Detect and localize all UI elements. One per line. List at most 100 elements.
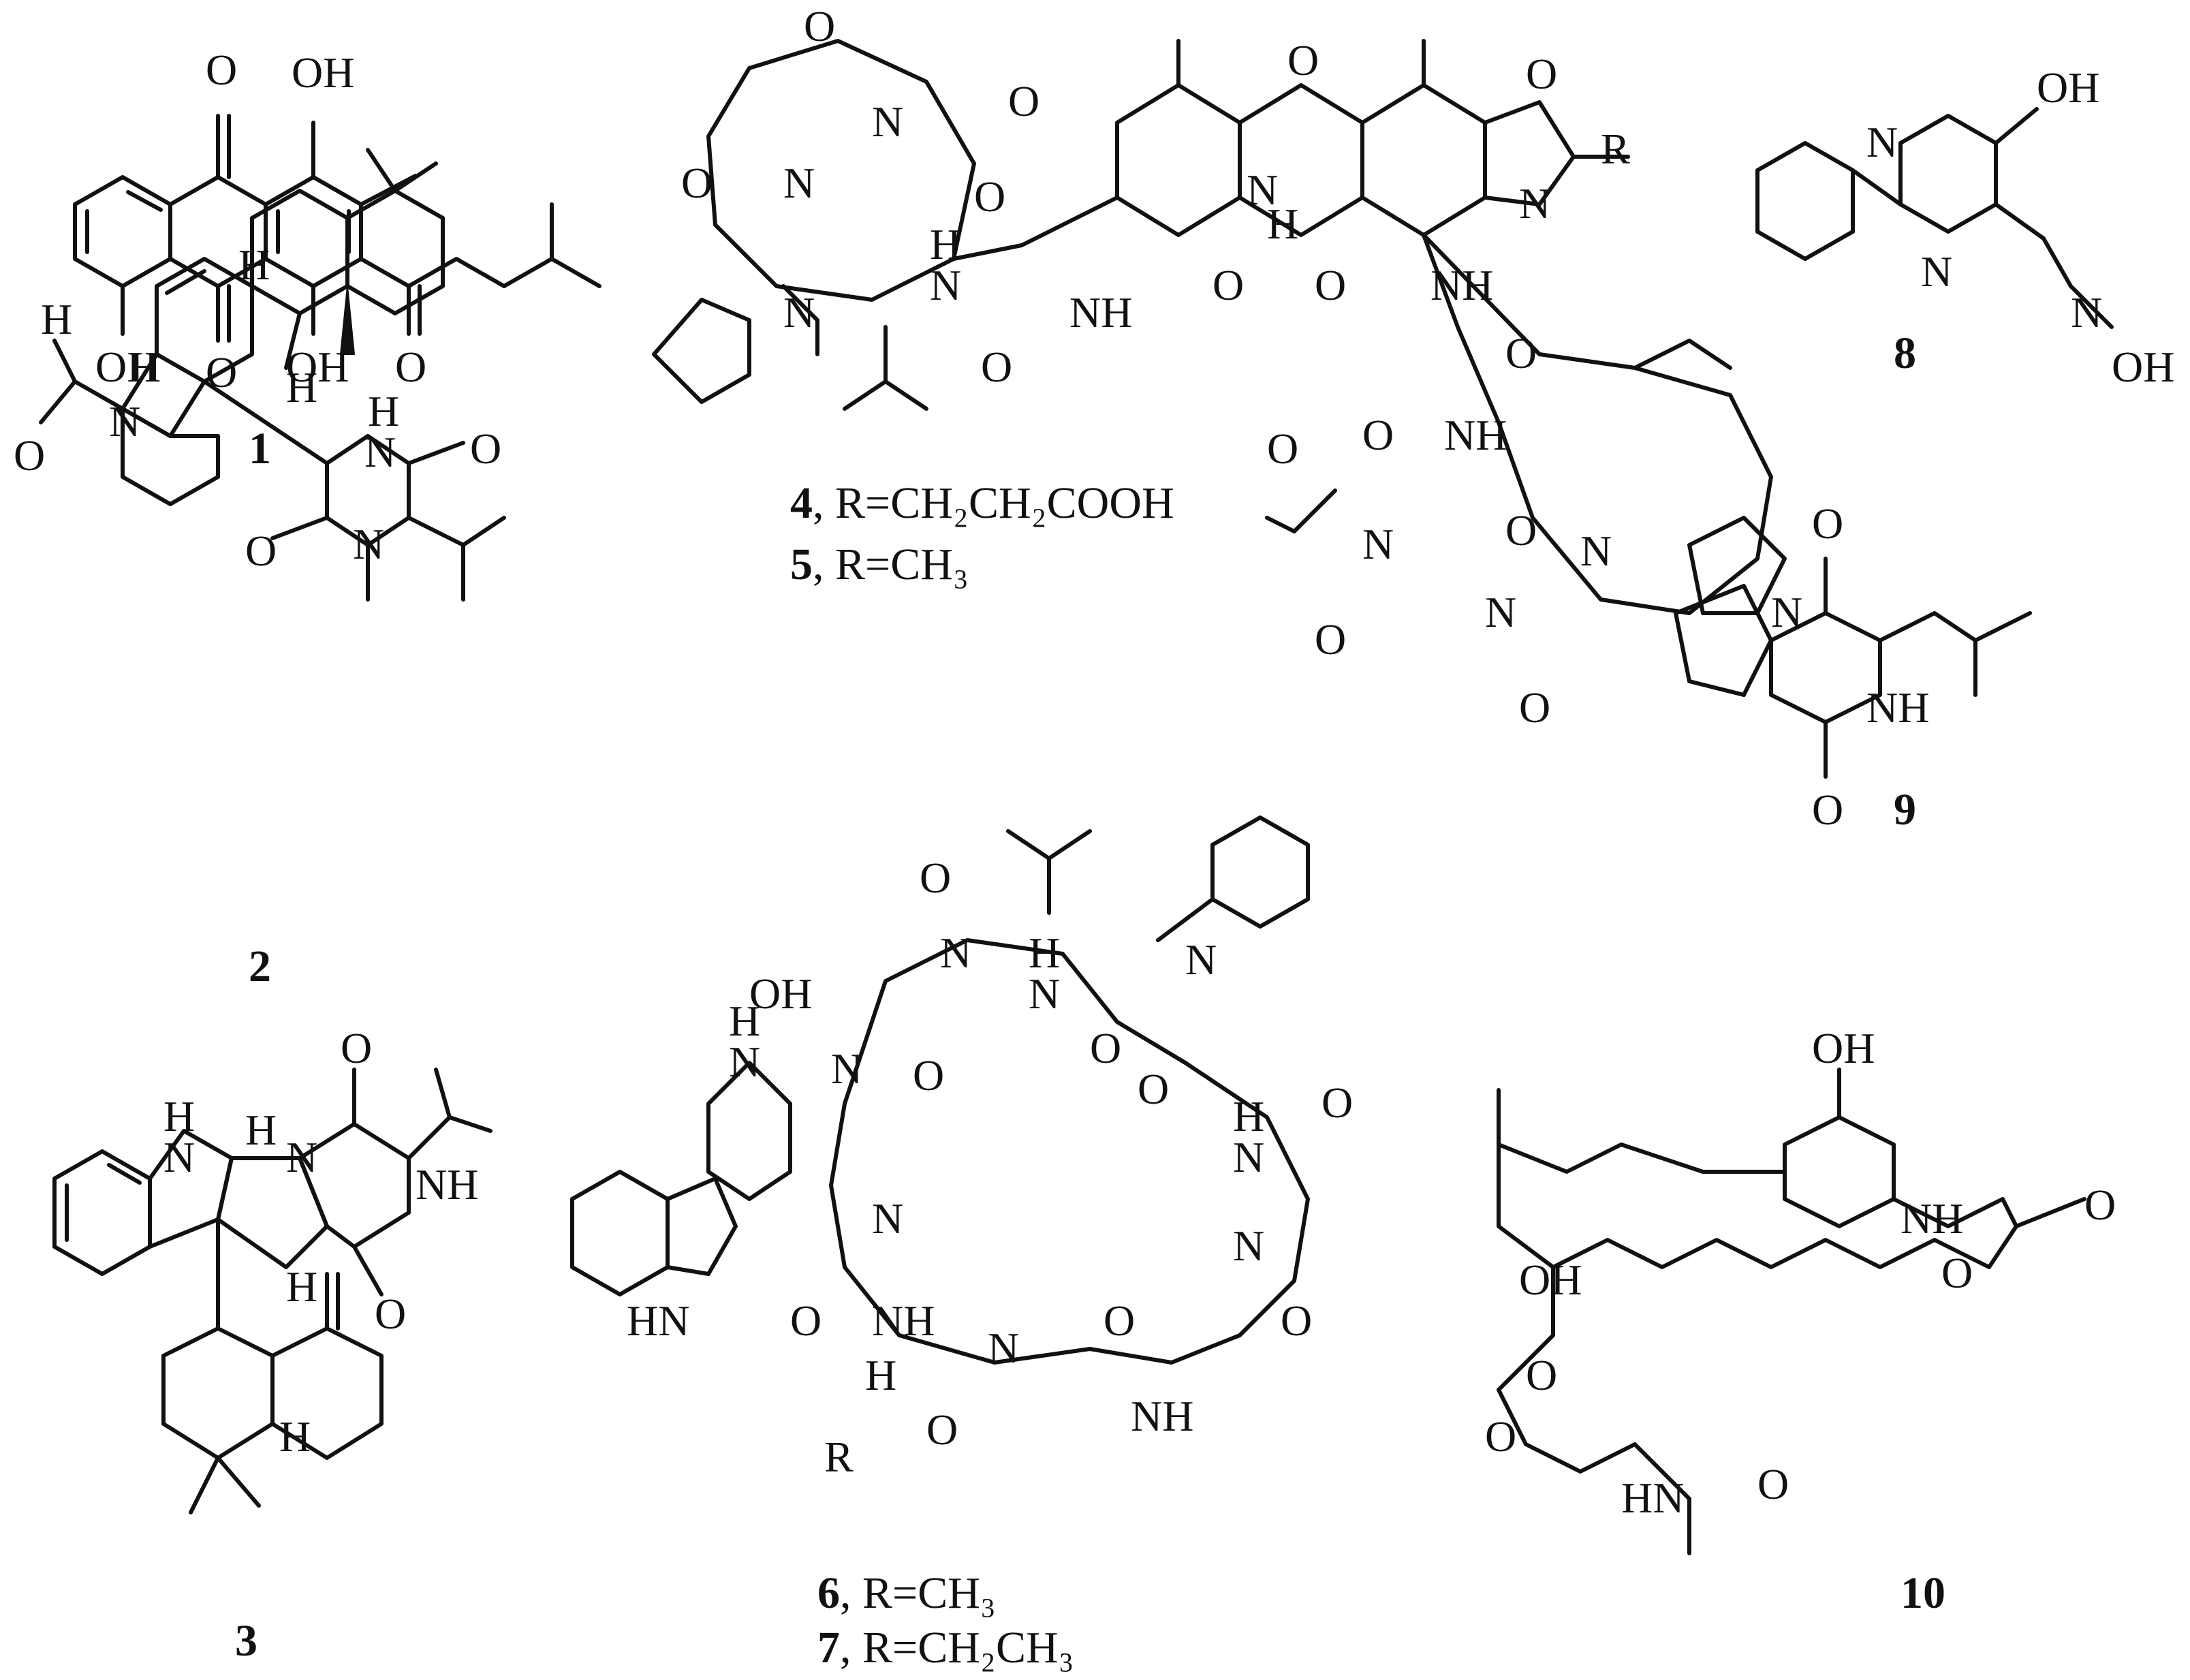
compound-2-formyl [73, 379, 125, 411]
compound-6-caption: 6, R=CH₃ [817, 1568, 996, 1618]
compound-4-atom-o6: O [981, 343, 1012, 391]
compound-10-polyene [1606, 1224, 2018, 1269]
compound-10-atom-o5: O [1757, 1460, 1789, 1508]
compound-2-atom-o3: O [245, 527, 277, 575]
compound-3-decalin-a [161, 1326, 275, 1460]
compound-6-atom-o2: O [1090, 1024, 1121, 1072]
compound-10-atom-o2: O [2084, 1181, 2116, 1229]
compound-6-atom-n1: N [940, 929, 971, 977]
compound-4-atom-o7: O [1315, 261, 1346, 309]
compound-4-atom-n5: N [1362, 520, 1394, 568]
structure-8: N N OH N OH 8 [1755, 63, 2174, 391]
compound-3-atom-h4: H [279, 1412, 311, 1461]
structure-1: O OH O OH OH O 1 [73, 46, 601, 473]
structure-9: O N NH O 9 [1674, 499, 2032, 835]
compound-4-left-link [1020, 196, 1119, 247]
compound-6-atom-n2: N [1029, 969, 1060, 1018]
compound-3-fused [216, 1156, 329, 1269]
compound-1-label: 1 [249, 424, 271, 473]
compound-3-isopropyl [407, 1115, 492, 1160]
compound-4-atom-n-core: N [1247, 166, 1278, 214]
compound-10-acetamide [1633, 1442, 1691, 1501]
compound-2-dkp-link [202, 379, 329, 465]
compound-9-atom-o1: O [1812, 499, 1843, 548]
compound-4-atom-o12: O [1315, 615, 1346, 664]
structure-6-7: OH O N N H N O O H N N O N H O N N HN O … [570, 815, 1353, 1673]
compound-6-atom-n8: N [1233, 1222, 1264, 1270]
compound-4-ring-a [1115, 83, 1242, 237]
compound-1-atom-oh-top: OH [292, 48, 354, 97]
compound-4-atom-n7: N [1485, 588, 1516, 636]
compound-6-atom-oh: OH [749, 969, 812, 1018]
compound-10-ester [1497, 1265, 1637, 1474]
compound-8-atom-oh1: OH [2037, 63, 2099, 112]
compound-10-atom-oh1: OH [1812, 1024, 1875, 1072]
compound-8-atom-n2: N [1921, 247, 1952, 296]
compound-6-atom-n9: N [988, 1324, 1019, 1372]
compound-10-atom-o4: O [1485, 1412, 1516, 1461]
compound-8-biaryl [1851, 168, 1903, 206]
compound-2-methyl-wedge [340, 285, 355, 355]
compound-2-atom-o2: O [470, 424, 501, 473]
compound-7-caption: 7, R=CH₂CH₃ [817, 1623, 1074, 1673]
compound-9-pyrrolidine [1674, 584, 1773, 697]
compound-6-atom-o7: O [1104, 1296, 1135, 1345]
compound-6-atom-o8: O [1281, 1296, 1312, 1345]
compound-4-atom-h1: H [930, 220, 961, 268]
compound-4-right-isopropyl [1633, 339, 1732, 370]
compound-3-atom-n2: N [286, 1133, 317, 1181]
compound-2-atom-h1: H [238, 240, 270, 289]
compound-4-atom-o3: O [681, 159, 713, 207]
compound-6-phenyl-link [1156, 897, 1215, 942]
compound-6-atom-n4: N [729, 1038, 760, 1086]
compound-10-atom-o1: O [1941, 1249, 1973, 1297]
structure-3: H N H N O NH O H H 3 [52, 1024, 492, 1666]
compound-4-atom-o2: O [1008, 77, 1039, 125]
compound-4-right-isopropyl-2 [1265, 488, 1337, 533]
compound-4-atom-o11: O [1505, 506, 1537, 555]
compound-10-atom-o3: O [1526, 1351, 1557, 1399]
compound-6-isobutyl [1006, 829, 1051, 915]
compound-8-atom-n3: N [2071, 288, 2102, 337]
compound-6-atom-h1: H [1029, 929, 1060, 977]
compound-6-atom-n5: N [831, 1044, 862, 1093]
compound-4-atom-o-core: O [1287, 36, 1319, 84]
compound-4-atom-r: R [1601, 125, 1630, 173]
compound-3-isopropyl-2 [434, 1068, 452, 1119]
compound-8-oxime [1994, 202, 2114, 329]
compound-10-phenol [1783, 1115, 1896, 1228]
compound-4-caption: 4, R=CH₂CH₂COOH [790, 478, 1174, 528]
compound-2-atom-n1: N [109, 397, 140, 446]
compound-6-atom-nh1: NH [872, 1296, 935, 1345]
compound-6-atom-o4: O [913, 1051, 944, 1100]
compound-2-alkene [165, 269, 206, 295]
compound-2-atom-o1: O [14, 431, 45, 480]
compound-6-phenyl [1210, 815, 1310, 929]
compound-3-label: 3 [235, 1616, 257, 1666]
compound-4-atom-o1: O [804, 2, 835, 50]
compound-3-atom-h1: H [163, 1092, 195, 1140]
compound-2-atom-h2: H [286, 363, 317, 411]
compound-2-atom-n2: N [364, 428, 396, 476]
compound-3-atom-o2: O [375, 1290, 406, 1338]
compound-2-atom-n3: N [353, 520, 384, 568]
compound-3-atom-nh: NH [416, 1160, 478, 1209]
compound-6-indole-benzo [570, 1170, 670, 1296]
compound-2-formyl-co [39, 379, 77, 424]
compound-1-atom-oh-bottom: OH [286, 343, 349, 391]
compound-4-atom-o5: O [1213, 261, 1244, 309]
compound-6-indole-pyrrole [666, 1177, 738, 1276]
compound-6-atom-n6: N [1233, 1133, 1264, 1181]
compound-10-atom-nh1: NH [1900, 1194, 1963, 1243]
compound-9-isobutyl [1878, 611, 2032, 642]
compound-4-left-amide [952, 243, 1024, 261]
compound-6-isobutyl-2 [1047, 829, 1092, 860]
compound-4-atom-h-core: H [1267, 200, 1298, 248]
compound-4-left-pyrrolidine [652, 298, 751, 404]
compound-2-atom-h4: H [129, 343, 161, 391]
compound-6-atom-o5: O [1321, 1078, 1353, 1127]
compound-10-amide [1892, 1197, 2018, 1228]
compound-4-atom-o8: O [1505, 329, 1537, 377]
compound-2-atom-h5: H [368, 387, 399, 435]
compound-10-atom-hn: HN [1621, 1474, 1684, 1522]
